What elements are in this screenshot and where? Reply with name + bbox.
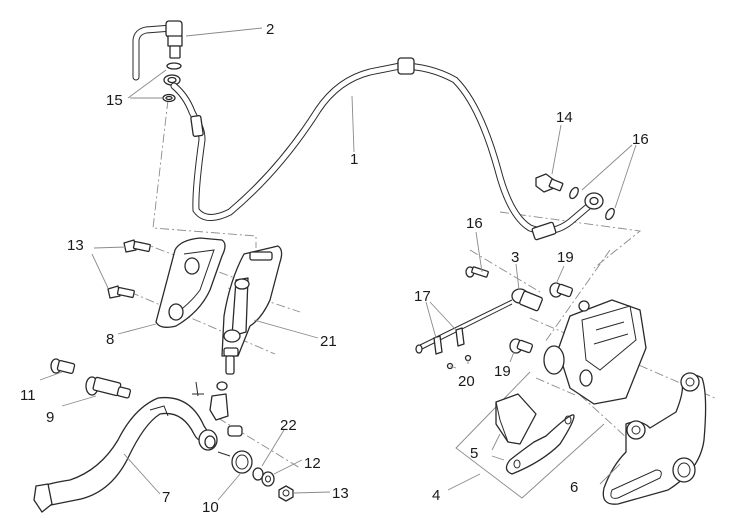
- part-21-master-cylinder: [221, 245, 283, 375]
- callout-15: 14: [556, 109, 573, 126]
- callout-8: 8: [106, 331, 114, 348]
- part-10-return-spring: [217, 450, 253, 474]
- callout-2: 2: [266, 21, 274, 38]
- callout-9: 9: [46, 409, 54, 426]
- callout-22: 22: [280, 417, 297, 434]
- part-12-washer: [261, 471, 275, 487]
- part-16-upper-washers: [162, 74, 181, 103]
- callout-18: 17: [414, 288, 431, 305]
- callout-12: 12: [304, 455, 321, 472]
- part-8-bracket: [155, 237, 226, 328]
- callout-19-upper: 19: [557, 249, 574, 266]
- callout-3: 3: [511, 249, 519, 266]
- leader-lines: [39, 27, 637, 501]
- part-6-caliper-bracket: [602, 372, 707, 505]
- part-17-screw: [465, 266, 489, 278]
- part-2-reservoir-fitting: [132, 20, 183, 81]
- callout-16-upper: 15: [106, 92, 123, 109]
- part-4-pad-kit-frame: [455, 371, 605, 499]
- callout-13: 13: [332, 485, 349, 502]
- callout-16-caliper: 16: [632, 131, 649, 148]
- callout-10: 10: [202, 499, 219, 516]
- part-15-banjo-bolt: [535, 173, 564, 193]
- part-16-caliper-washers: [569, 186, 615, 221]
- callout-6: 6: [570, 479, 578, 496]
- part-14-bolts: [107, 239, 151, 299]
- callout-20: 20: [458, 373, 475, 390]
- callout-1: 1: [350, 151, 358, 168]
- part-7-brake-pedal: [33, 396, 218, 513]
- pushrod-clevis: [192, 381, 243, 437]
- callout-14: 13: [67, 237, 84, 254]
- part-13-nut: [278, 485, 294, 502]
- part-19-bolts: [509, 282, 574, 354]
- callout-21: 21: [320, 333, 337, 350]
- callout-4: 4: [432, 487, 440, 504]
- callout-17: 16: [466, 215, 483, 232]
- callout-5: 5: [470, 445, 478, 462]
- brake-caliper: [543, 299, 647, 405]
- callout-19-lower: 19: [494, 363, 511, 380]
- callout-labels: 2 15 1 14 16 16 3 19 13 8 21 17 20 19 11…: [20, 21, 649, 516]
- callout-11: 11: [20, 387, 36, 404]
- part-9-pivot-pin: [85, 376, 132, 399]
- callout-7: 7: [162, 489, 170, 506]
- part-1-brake-hose: [170, 57, 604, 241]
- part-5-pads: [495, 393, 575, 475]
- part-18-clamps: [415, 327, 465, 355]
- part-11-bolt: [50, 358, 76, 375]
